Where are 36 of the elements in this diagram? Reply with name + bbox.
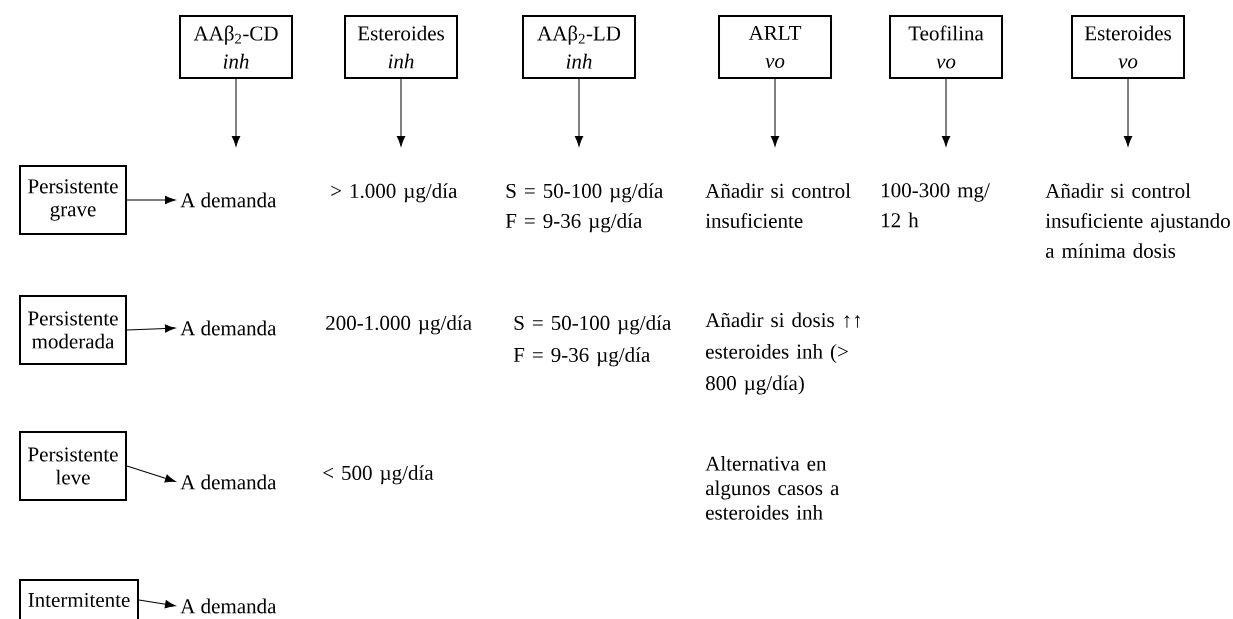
drug-box: Esteroides inh xyxy=(344,15,458,79)
arrow xyxy=(941,78,951,147)
arrow xyxy=(126,195,176,205)
dosage-text: A demanda xyxy=(180,598,277,614)
arrow xyxy=(1123,78,1133,147)
dosage-text: F = 9-36 µg/día xyxy=(513,347,650,367)
arrow xyxy=(574,78,584,147)
dosage-text: Añadir si dosis ↑↑ esteroides inh (> 800 µg/día) xyxy=(705,312,860,395)
dosage-text: A demanda xyxy=(180,320,277,336)
dosage-text: S = 50-100 µg/día xyxy=(514,315,671,335)
drug-box: AAβ$_{2}$-LD inh xyxy=(522,15,636,79)
dosage-text: Añadir si control insuficiente ajustando a mínima dosis xyxy=(1045,183,1230,258)
arrow xyxy=(231,78,241,147)
arrow xyxy=(138,599,176,609)
dosage-text: 100-300 mg/ 12 h xyxy=(882,183,990,228)
severity-box: Persistente grave xyxy=(19,165,127,235)
dosage-text: S = 50-100 µg/día xyxy=(506,183,663,203)
drug-box: ARLT vo xyxy=(718,15,832,79)
drug-box: Esteroides vo xyxy=(1071,15,1185,79)
dosage-text: Añadir si control insuficiente xyxy=(705,183,851,228)
arrow xyxy=(770,78,780,147)
dosage-text: > 1.000 µg/día xyxy=(331,183,458,203)
arrow xyxy=(126,324,176,333)
arrow xyxy=(126,465,176,483)
dosage-text: 200-1.000 µg/día xyxy=(326,315,472,335)
severity-box: Intermitente xyxy=(19,579,139,619)
arrow xyxy=(396,78,406,147)
severity-box: Persistente moderada xyxy=(19,295,127,365)
severity-box: Persistente leve xyxy=(19,431,127,501)
dosage-text: A demanda xyxy=(180,192,277,208)
dosage-text: F = 9-36 µg/día xyxy=(505,213,642,233)
dosage-text: A demanda xyxy=(180,474,277,490)
dosage-text: < 500 µg/día xyxy=(323,465,434,485)
drug-box: AAβ$_{2}$-CD inh xyxy=(179,15,293,79)
dosage-text: Alternativa en algunos casos a esteroides inh xyxy=(705,455,840,520)
drug-box: Teofilina vo xyxy=(889,15,1003,79)
